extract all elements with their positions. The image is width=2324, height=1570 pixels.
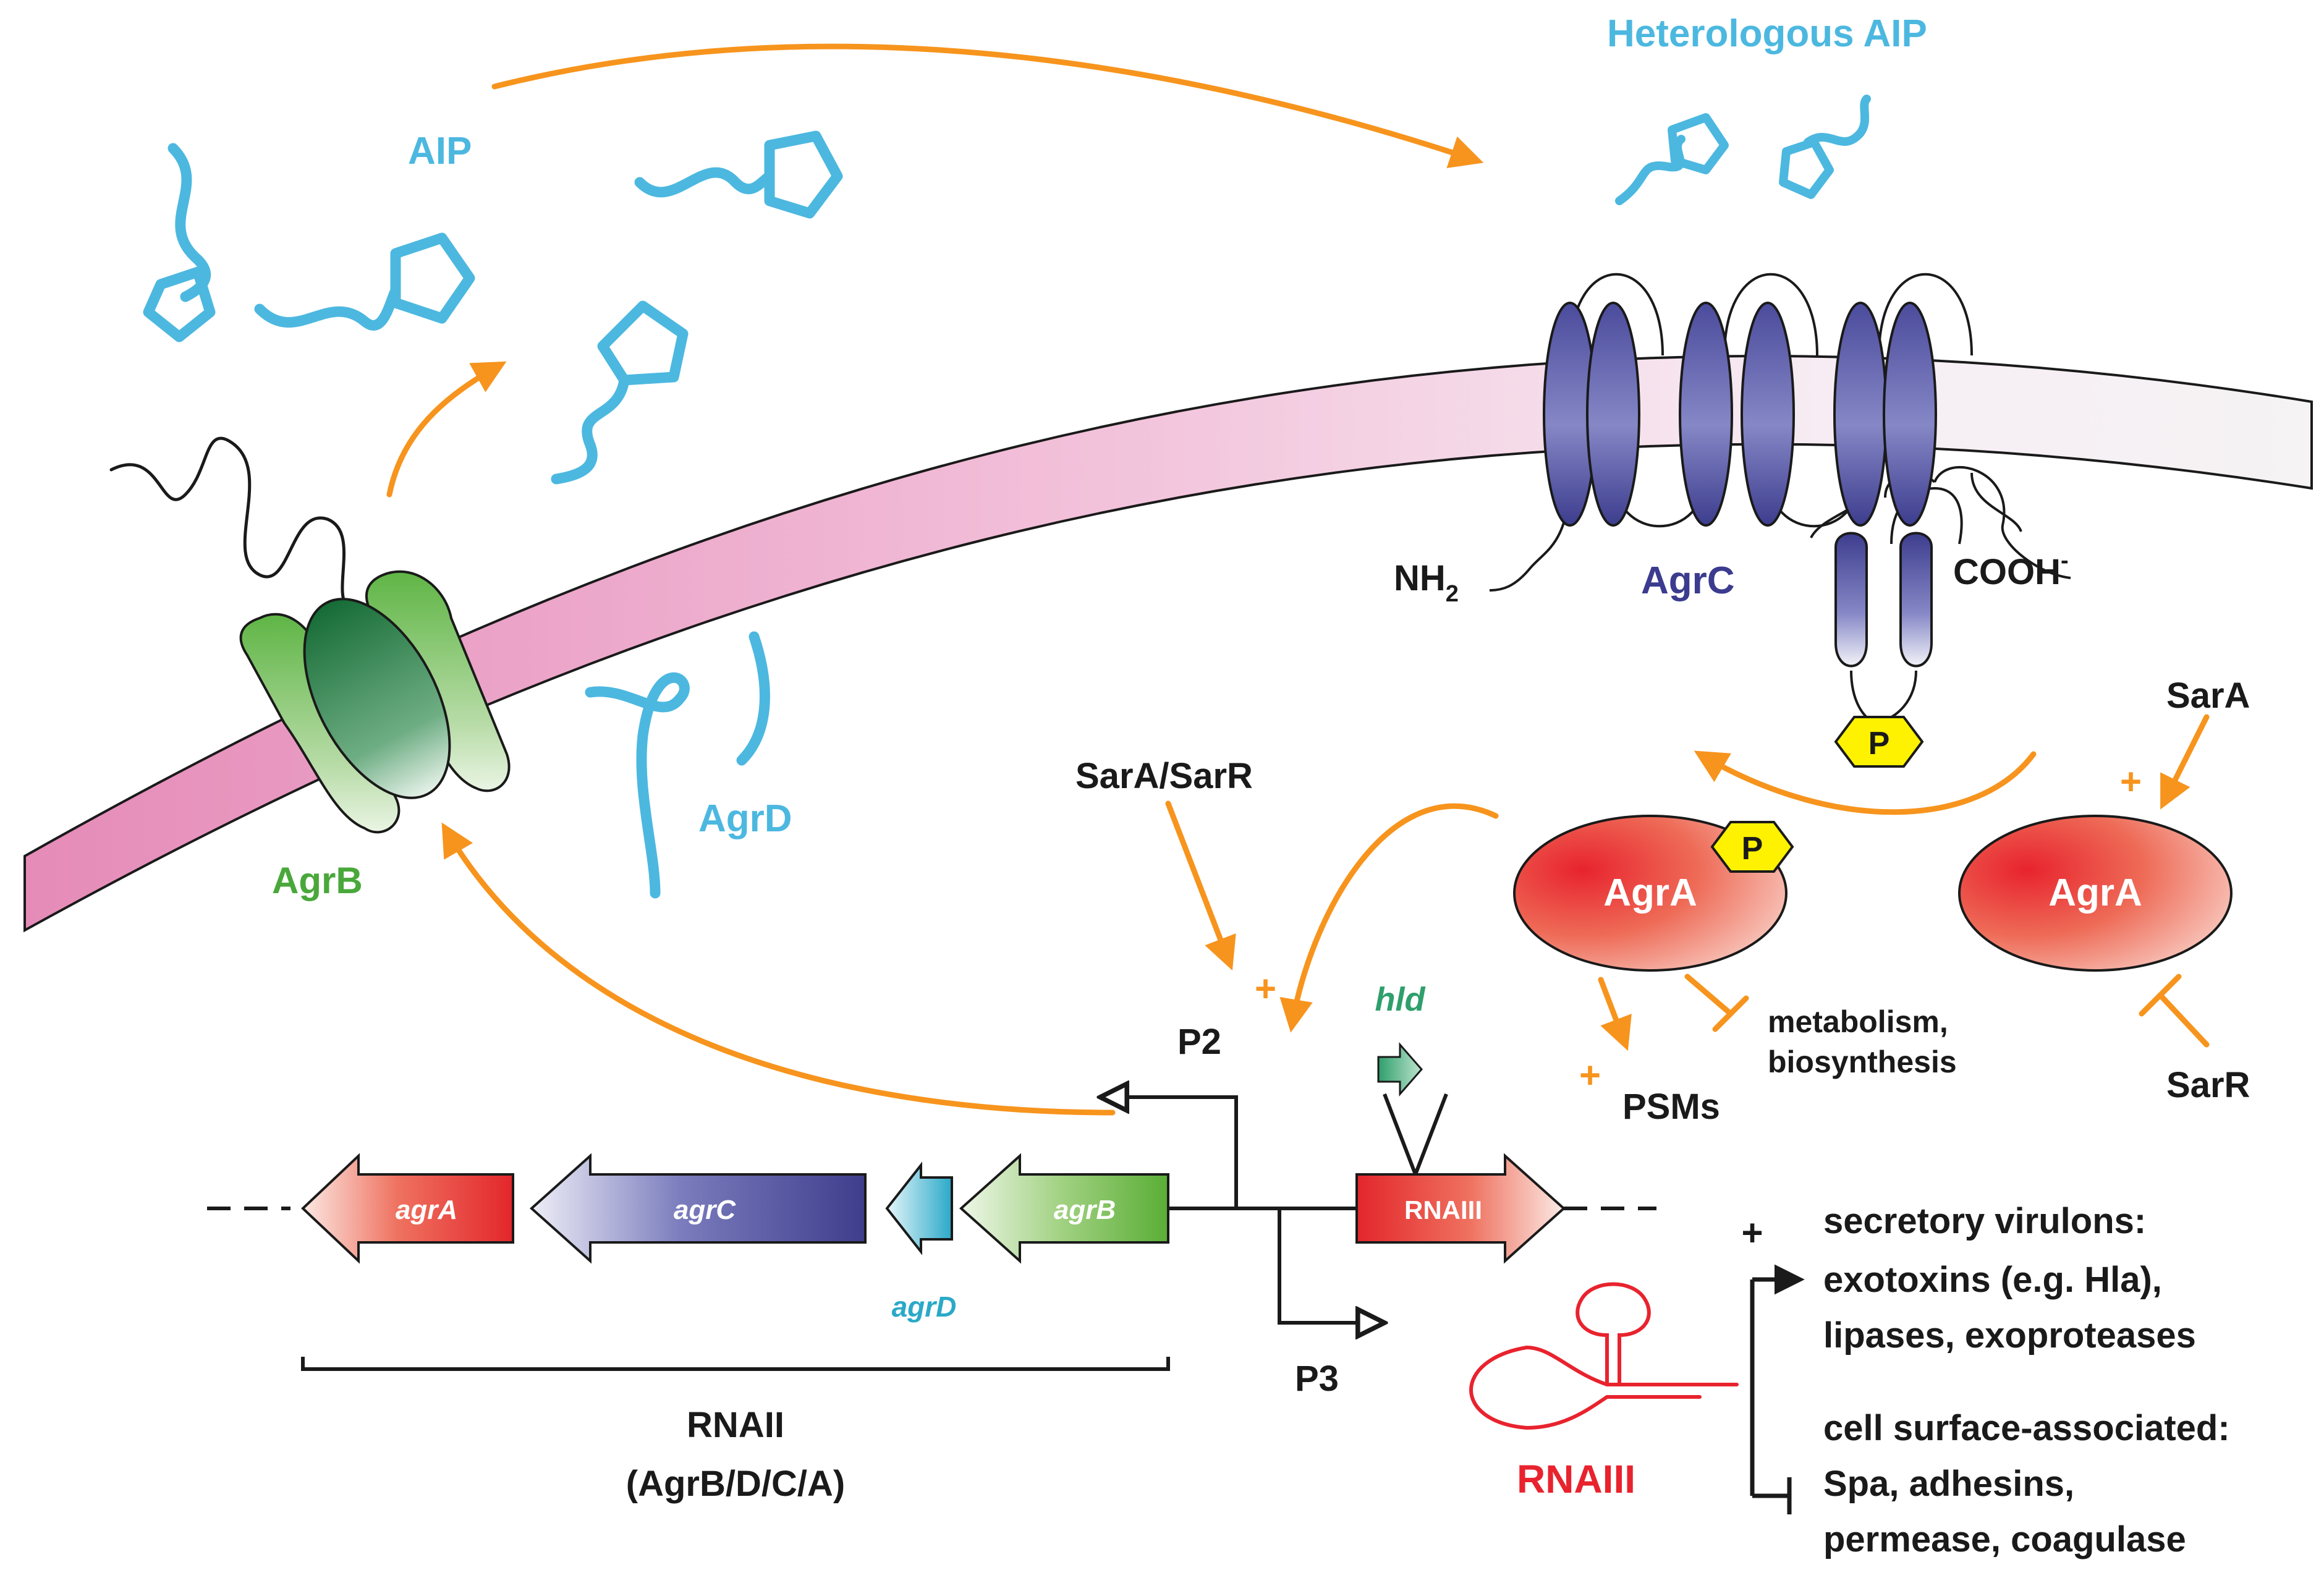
rnaii-bracket — [301, 1357, 1170, 1371]
cooh-label: COOH- — [1953, 548, 2069, 592]
surface-label-3: permease, coagulase — [1823, 1519, 2186, 1559]
rnaiii-transcript-label: RNAIII — [1517, 1457, 1635, 1501]
p3-label: P3 — [1295, 1359, 1339, 1399]
gene-agrb-arrow — [959, 1153, 1169, 1264]
gene-agra-label: agrA — [396, 1195, 457, 1225]
rnaiii-regulation-bracket — [1750, 1264, 1805, 1514]
sara-label: SarA — [2166, 676, 2250, 716]
psms-label: PSMs — [1622, 1087, 1720, 1127]
hld-label: hld — [1375, 981, 1426, 1018]
gene-agrc-label: agrC — [674, 1195, 736, 1225]
metabolism-label-2: biosynthesis — [1768, 1045, 1957, 1079]
gene-agrd-arrow — [885, 1161, 953, 1255]
sara-sarr-label: SarA/SarR — [1075, 756, 1253, 796]
rnaii-label-1: RNAII — [687, 1405, 784, 1445]
signal-flow-arrows — [386, 43, 2210, 1116]
psms-plus: + — [1579, 1054, 1601, 1096]
gene-rnaiii-label: RNAIII — [1404, 1195, 1482, 1224]
gene-agrb-label: agrB — [1054, 1195, 1116, 1225]
agra-phosphate-label: P — [1742, 831, 1763, 867]
virulons-label-2: exotoxins (e.g. Hla), — [1823, 1260, 2162, 1300]
p2-plus: + — [1255, 968, 1276, 1009]
agrb-protein — [109, 436, 511, 834]
agra-phosphorylated: AgrA P — [1513, 815, 1794, 972]
gene-hld-arrow — [1377, 1042, 1423, 1097]
metabolism-label-1: metabolism, — [1768, 1004, 1948, 1039]
agrc-phosphate-label: P — [1868, 726, 1890, 762]
p2-label: P2 — [1177, 1022, 1221, 1062]
nh2-label: NH2 — [1394, 558, 1459, 607]
virulons-plus: + — [1741, 1212, 1763, 1254]
gene-agra-arrow — [301, 1153, 514, 1264]
agrc-phosphate: P — [1834, 716, 1924, 768]
surface-label-2: Spa, adhesins, — [1823, 1464, 2074, 1504]
agrd-protein-label: AgrD — [698, 797, 792, 840]
agra-phospho-label: AgrA — [1603, 872, 1697, 914]
virulons-label-3: lipases, exoproteases — [1823, 1315, 2196, 1356]
gene-rnaiii-arrow — [1355, 1153, 1566, 1264]
agr-operon: agrA agrC agrB RNAIII agrD — [207, 1153, 1656, 1323]
cell-membrane — [23, 354, 2313, 933]
rnaii-label-2: (AgrB/D/C/A) — [626, 1464, 845, 1504]
gene-agrc-arrow — [530, 1153, 867, 1264]
aip-molecules — [143, 130, 843, 485]
agra-label: AgrA — [2048, 872, 2142, 914]
agrd-peptide — [585, 672, 690, 899]
surface-label-1: cell surface-associated: — [1823, 1408, 2230, 1448]
agra-unphosphorylated: AgrA — [1958, 815, 2233, 972]
aip-label: AIP — [408, 130, 472, 172]
heterologous-aip-label: Heterologous AIP — [1607, 12, 1927, 55]
agrb-label: AgrB — [272, 860, 363, 901]
agrc-label: AgrC — [1641, 559, 1735, 602]
sara-plus: + — [2120, 761, 2142, 802]
promoters — [1100, 1094, 1448, 1323]
virulons-label-1: secretory virulons: — [1823, 1201, 2146, 1241]
agrc-protein — [1489, 273, 2071, 718]
sarr-label: SarR — [2166, 1065, 2250, 1105]
agrd-peptide-tail — [736, 631, 770, 766]
rnaiii-hairpin — [1469, 1282, 1739, 1430]
gene-agrd-label: agrD — [892, 1291, 957, 1323]
heterologous-aip-molecules — [1615, 95, 1871, 205]
